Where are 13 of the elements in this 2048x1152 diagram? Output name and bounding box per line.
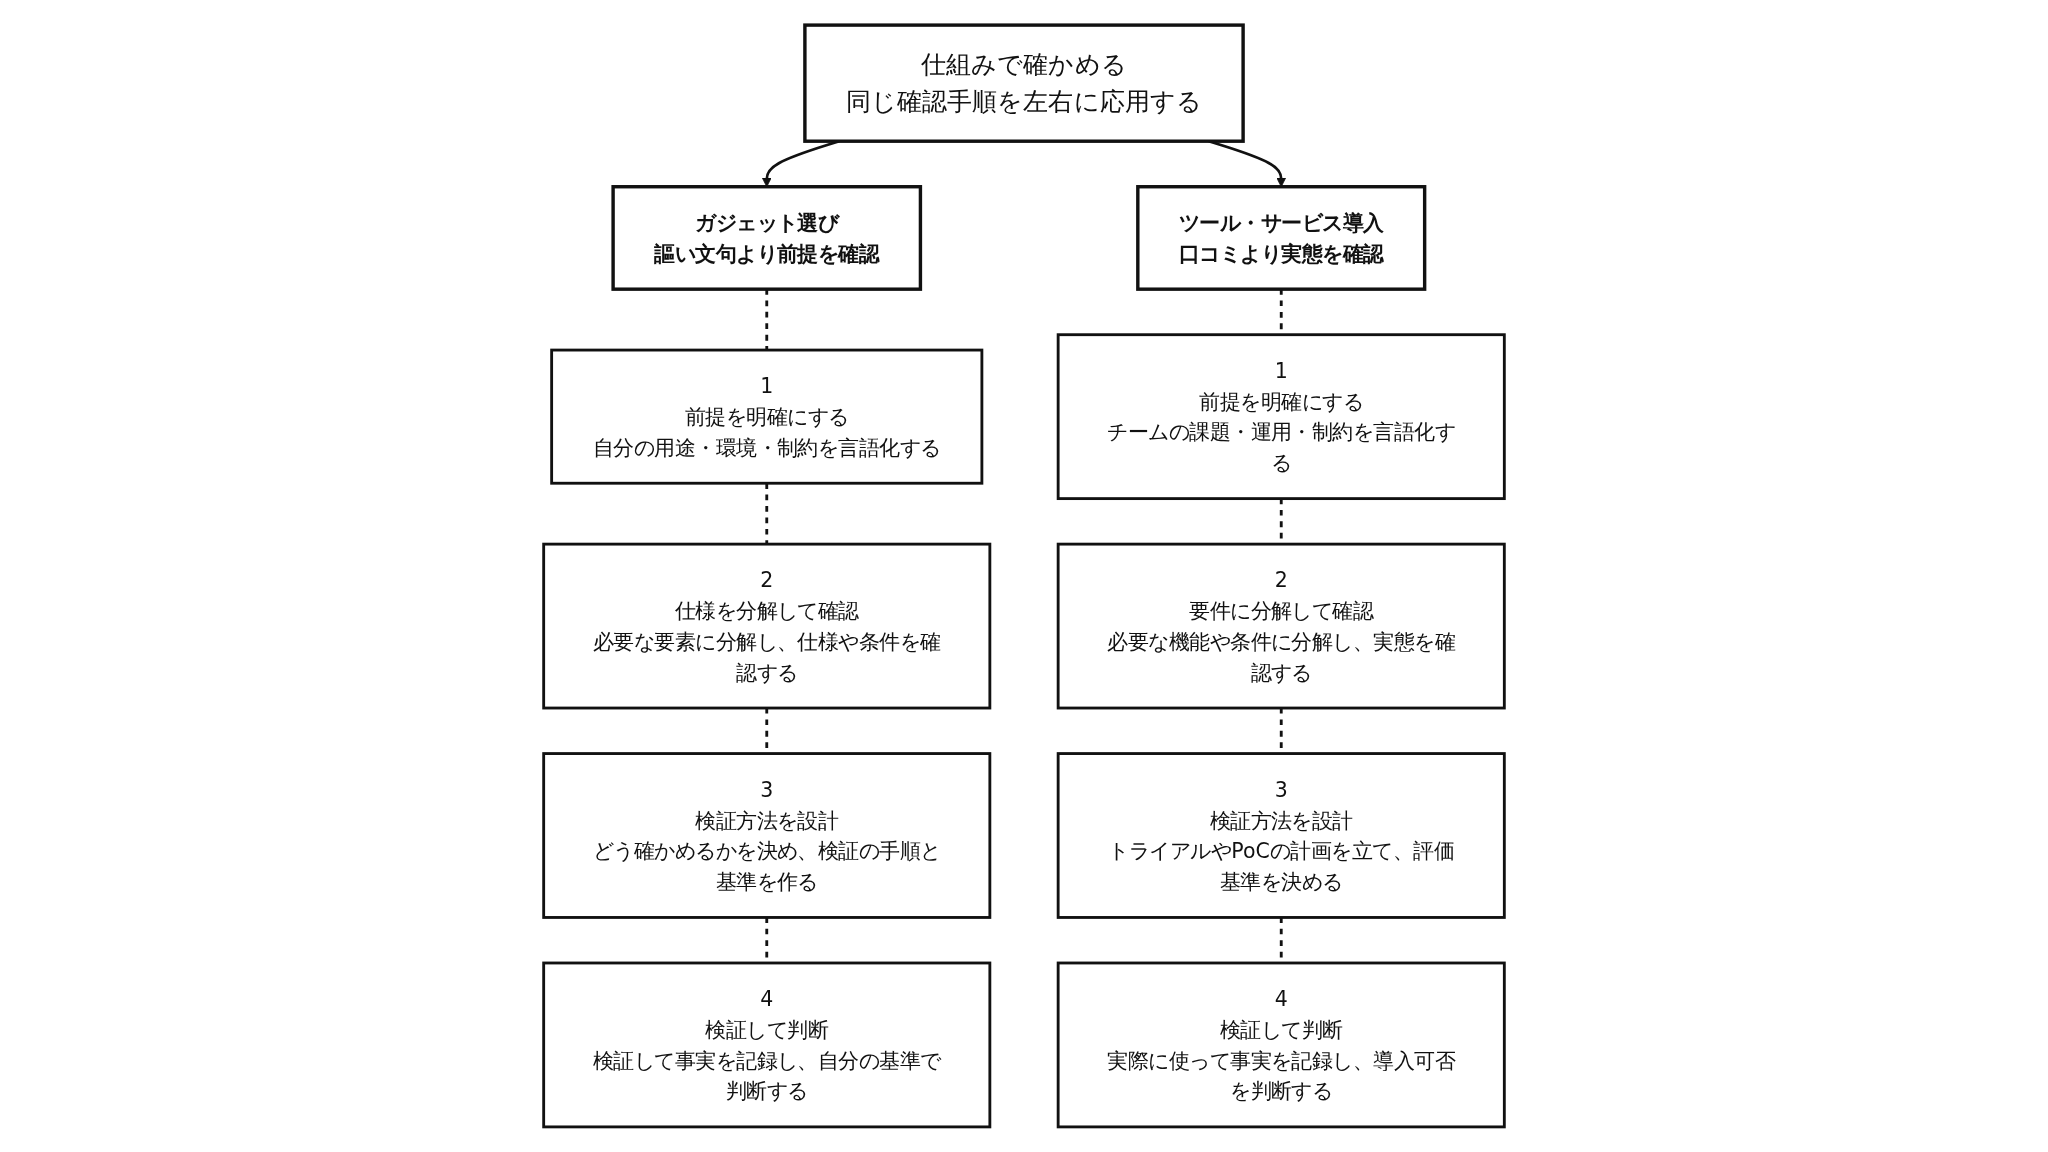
node-box: 3 検証方法を設計 どう確かめるかを決め、検証の手順と基準を作る [542,752,992,919]
connector [765,483,769,545]
node-box: ツール・サービス導入 口コミより実態を確認 [1136,185,1427,291]
node-box: 1 前提を明確にする 自分の用途・環境・制約を言語化する [550,348,984,485]
node-box: 2 仕様を分解して確認 必要な要素に分解し、仕様や条件を確認する [542,542,992,710]
node-box: 1 前提を明確にする チームの課題・運用・制約を言語化する [1056,333,1506,501]
node-box: 4 検証して判断 実際に使って事実を記録し、導入可否を判断する [1056,961,1506,1129]
node-box: ガジェット選び 謳い文句より前提を確認 [611,185,923,291]
connector [765,289,769,351]
node-box: 3 検証方法を設計 トライアルやPoCの計画を立て、評価基準を決める [1056,752,1506,919]
node-box: 仕組みで確かめる 同じ確認手順を左右に応用する [803,23,1245,143]
node-box: 2 要件に分解して確認 必要な機能や条件に分解し、実態を確認する [1056,542,1506,710]
node-box: 4 検証して判断 検証して事実を記録し、自分の基準で判断する [542,961,992,1129]
